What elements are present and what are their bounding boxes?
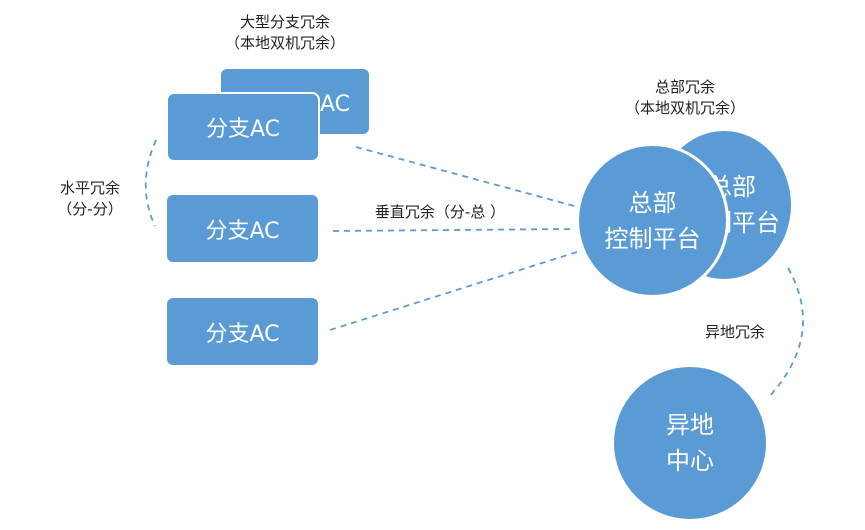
large-branch-label-line1: 大型分支冗余 <box>239 13 330 31</box>
remote-redundancy-arc <box>767 267 804 399</box>
branch-ac-node-3: 分支AC <box>165 296 320 367</box>
large-branch-label-line2: （本地双机冗余） <box>224 34 345 52</box>
horizontal-redundancy-arc <box>144 139 157 227</box>
branch-ac-label-1: 分支AC <box>205 117 281 142</box>
large-branch-redundancy-label: 大型分支冗余 （本地双机冗余） <box>200 12 370 54</box>
vertical-link-2 <box>332 228 576 232</box>
vertical-link-1 <box>355 146 579 208</box>
hq-redundancy-label: 总部冗余 （本地双机冗余） <box>600 77 770 119</box>
remote-label-line1: 异地 <box>666 411 714 439</box>
vertical-link-3 <box>329 251 578 331</box>
remote-redundancy-label: 异地冗余 <box>704 323 765 341</box>
horizontal-redundancy-label: 水平冗余 （分-分） <box>40 178 140 220</box>
branch-ac-node-2: 分支AC <box>165 193 320 264</box>
hq-redundancy-label-line1: 总部冗余 <box>654 78 715 96</box>
branch-ac-label-2: 分支AC <box>205 218 280 244</box>
horizontal-label-line2: （分-分） <box>57 200 123 218</box>
vertical-redundancy-label: 垂直冗余（分-总 ） <box>374 203 506 221</box>
branch-ac-node-1: 分支AC <box>166 92 320 162</box>
hq-redundancy-label-line2: （本地双机冗余） <box>624 99 745 117</box>
hq-label-line1: 总部 <box>628 188 677 217</box>
remote-label-line2: 中心 <box>666 447 714 475</box>
branch-ac-label-3: 分支AC <box>205 321 280 347</box>
remote-center-node: 异地 中心 <box>611 364 769 522</box>
hq-label-line2: 控制平台 <box>604 224 701 253</box>
hq-control-platform-node: 总部 控制平台 <box>576 143 729 298</box>
horizontal-label-line1: 水平冗余 <box>59 179 120 197</box>
